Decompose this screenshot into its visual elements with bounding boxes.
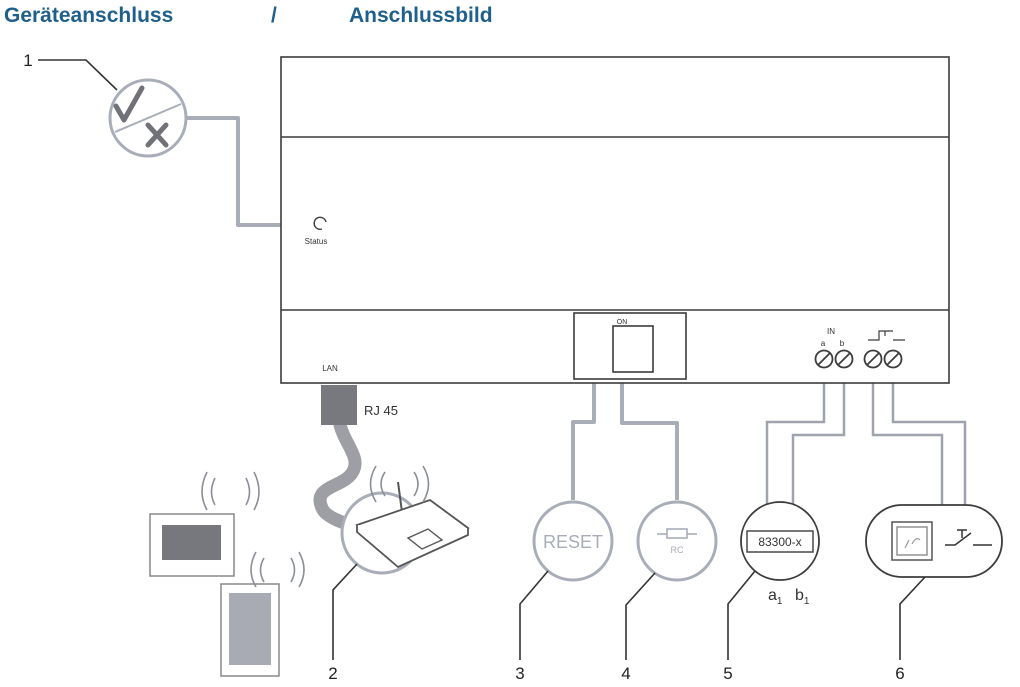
callout-1: 1 <box>23 51 32 70</box>
leader-6 <box>899 576 926 660</box>
title-left: Geräteanschluss <box>4 4 174 27</box>
callout-4: 4 <box>621 664 630 683</box>
wire-reset <box>571 367 596 500</box>
in-label: IN <box>827 327 835 336</box>
reset-label: RESET <box>543 532 603 552</box>
wire-module-b <box>791 380 846 505</box>
status-led <box>313 216 327 230</box>
callout-3: 3 <box>515 664 524 683</box>
switch-contact-icon <box>945 529 992 546</box>
bell-switch-pill <box>865 504 1003 578</box>
tablet-icon <box>220 583 280 677</box>
module-a-label: a1 <box>768 587 783 607</box>
rc-circle <box>636 500 718 582</box>
panel-wifi-waves <box>201 471 260 511</box>
rj45-label: RJ 45 <box>364 403 398 418</box>
lan-cable <box>313 418 368 535</box>
tablet-wifi-waves <box>250 551 305 588</box>
rj45-plug <box>321 385 357 425</box>
wire-module-a <box>765 380 826 505</box>
wifi-router-icon <box>355 481 470 569</box>
reset-circle <box>532 500 614 582</box>
module-b-label: b1 <box>795 587 810 607</box>
door-station-icon <box>891 521 933 561</box>
on-switch <box>612 325 654 373</box>
in-b-label: b <box>840 339 845 348</box>
callout-6: 6 <box>895 664 904 683</box>
callout-2: 2 <box>328 664 337 683</box>
on-label: ON <box>617 319 628 326</box>
wire-status <box>186 116 307 227</box>
relay-contact-symbol <box>868 330 905 341</box>
status-label: Status <box>305 237 328 246</box>
leader-3 <box>519 570 549 660</box>
callout-5: 5 <box>723 664 732 683</box>
rc-label: RC <box>671 545 684 555</box>
wire-bell-2 <box>891 380 967 505</box>
resistor-icon <box>657 528 697 539</box>
touch-panel-icon <box>149 513 235 577</box>
leader-2 <box>332 563 358 660</box>
router-wifi-waves <box>369 465 430 503</box>
wire-bell-1 <box>871 380 944 505</box>
leader-4 <box>625 572 656 660</box>
lan-label: LAN <box>322 364 338 373</box>
leader-5 <box>727 570 756 660</box>
module-box <box>746 530 814 553</box>
leader-1 <box>38 59 118 91</box>
module-label: 83300-x <box>758 535 801 549</box>
title-right: Anschlussbild <box>349 4 493 27</box>
title-separator: / <box>271 4 277 27</box>
in-a-label: a <box>821 339 826 348</box>
wire-rc <box>620 367 679 500</box>
